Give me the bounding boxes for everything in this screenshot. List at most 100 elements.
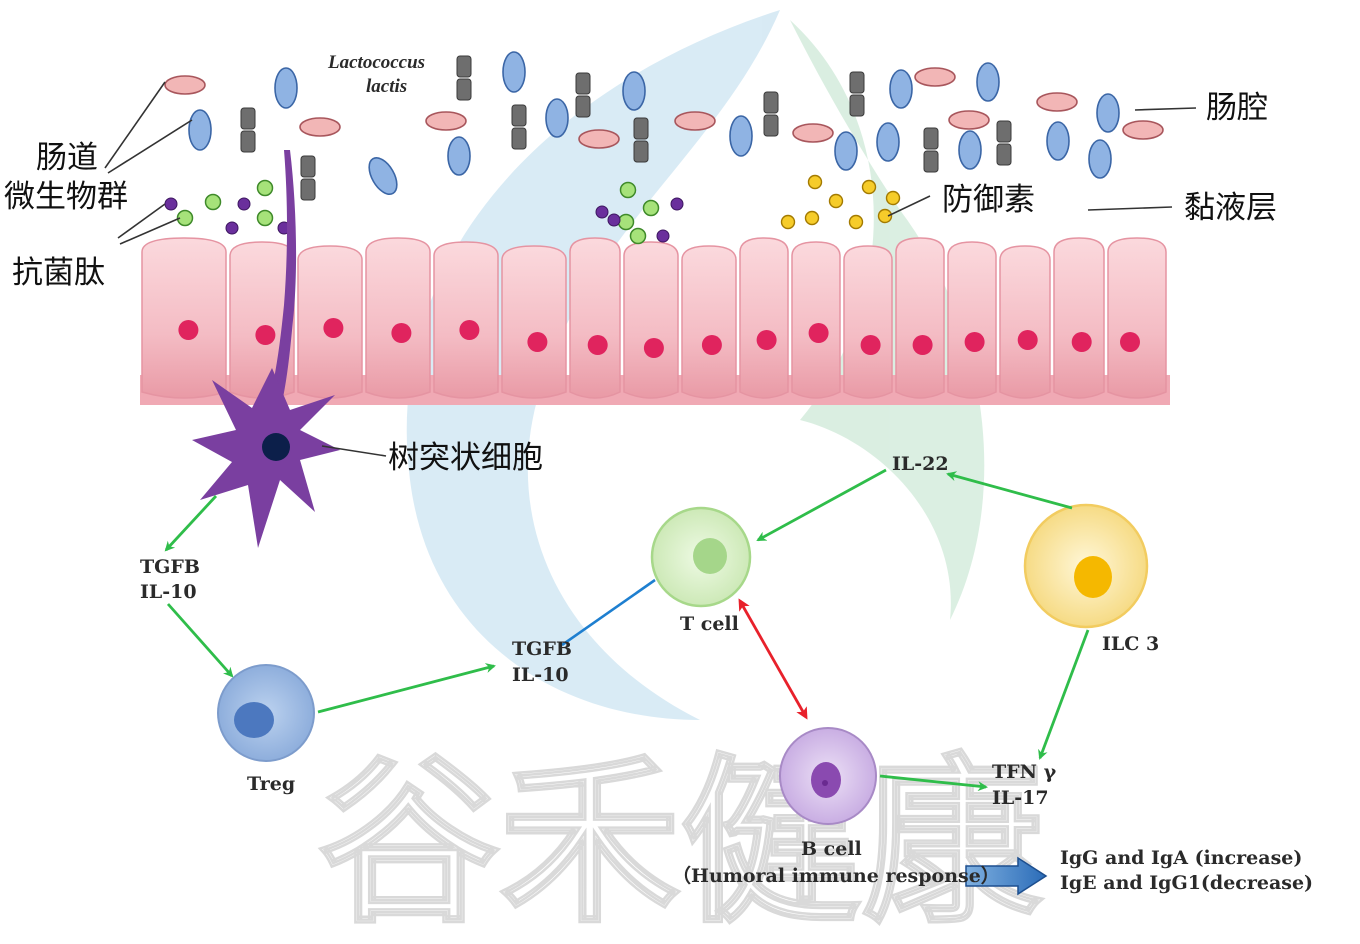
tfn-label-line2: IL-17 <box>992 787 1049 809</box>
epithelial-nucleus <box>391 323 412 343</box>
tfn-label-line1: TFN γ <box>992 761 1057 783</box>
lactococcus-cell <box>633 117 649 140</box>
lactococcus-cell <box>923 150 939 173</box>
lactococcus-cell <box>511 104 527 127</box>
bacterium-rod <box>368 157 398 195</box>
epithelial-cell <box>365 237 431 399</box>
watermark: 谷禾健康 <box>318 739 1043 944</box>
antimicrobial-peptide <box>237 197 251 211</box>
amp-label: 抗菌肽 <box>12 255 105 291</box>
epithelial-cell <box>739 237 789 399</box>
lactococcus-cell <box>575 72 591 95</box>
bacterium-rod <box>1046 121 1070 161</box>
bacterium-rod <box>545 98 569 138</box>
defensin-molecule <box>804 210 820 226</box>
lactococcus-cell <box>511 127 527 150</box>
defensin-molecule <box>877 208 893 224</box>
epithelial-nucleus <box>527 332 548 352</box>
lactococcus-cell <box>300 178 316 201</box>
defensin-molecule <box>848 214 864 230</box>
bacterium-oval <box>425 111 467 131</box>
bacterium-rod <box>274 67 298 109</box>
antimicrobial-peptide <box>176 209 194 227</box>
antimicrobial-peptide <box>595 205 609 219</box>
lactococcus-cell <box>849 71 865 94</box>
defensin-molecule <box>885 190 901 206</box>
lactococcus-cell <box>996 120 1012 143</box>
bacterium-oval <box>674 111 716 131</box>
antimicrobial-peptide <box>656 229 670 243</box>
epithelial-cell <box>895 237 945 399</box>
lactococcus-cell <box>763 114 779 137</box>
arrows <box>164 468 1090 792</box>
epithelial-nucleus <box>756 330 777 350</box>
epithelial-nucleus <box>912 335 933 355</box>
lactococcus-cell <box>763 91 779 114</box>
epithelial-nucleus <box>643 338 664 358</box>
bacterium-oval <box>914 67 956 87</box>
antimicrobial-peptide <box>225 221 239 235</box>
epithelial-nucleus <box>178 320 199 340</box>
mucus-label: 黏液层 <box>1184 190 1277 226</box>
lactococcus-cell <box>849 94 865 117</box>
bacterium-oval <box>792 123 834 143</box>
epithelial-cell <box>947 241 997 399</box>
epithelial-nucleus <box>1071 332 1092 352</box>
bacterium-rod <box>834 131 858 171</box>
epithelial-cell <box>843 245 893 399</box>
microbiota-label-line2: 微生物群 <box>4 179 128 215</box>
epithelium <box>140 237 1170 405</box>
bacterium-oval <box>299 117 341 137</box>
defensin-molecule <box>780 214 796 230</box>
defensin-molecule <box>807 174 823 190</box>
epithelial-cell <box>1107 237 1167 399</box>
antimicrobial-peptide <box>617 213 635 231</box>
epithelial-nucleus <box>323 318 344 338</box>
bacterium-rod <box>876 122 900 162</box>
epithelial-cell <box>141 237 227 399</box>
bcell-sub-label: （Humoral immune response） <box>672 864 1000 887</box>
epithelial-cell <box>1053 237 1105 399</box>
antimicrobial-peptide <box>629 227 647 245</box>
treg-cytokine-line1: TGFB <box>512 638 572 660</box>
bacterium-oval <box>948 110 990 130</box>
treg-cytokine-line2: IL-10 <box>512 664 569 686</box>
result-arrow <box>965 856 1048 896</box>
epithelial-nucleus <box>964 332 985 352</box>
epithelial-cell <box>501 245 567 399</box>
lactococcus-label-line1: Lactococcus <box>327 52 425 73</box>
lactococcus-cell <box>456 78 472 101</box>
epithelial-nucleus <box>701 335 722 355</box>
arrow-il22-to-tcell <box>756 468 887 542</box>
bacterium-rod <box>1096 93 1120 133</box>
bacterium-rod <box>976 62 1000 102</box>
lactococcus-cell <box>633 140 649 163</box>
microbiota-label-line1: 肠道 <box>36 140 98 176</box>
defensin-label: 防御素 <box>942 182 1035 218</box>
treg-label: Treg <box>247 773 295 795</box>
bacterium-rod <box>188 109 212 151</box>
bacterium-rod <box>958 130 982 170</box>
arrow-treg-to-tgfb <box>317 663 496 714</box>
bacterium-rod <box>622 71 646 111</box>
epithelial-nucleus <box>808 323 829 343</box>
epithelial-nucleus <box>1017 330 1038 350</box>
bacterium-rod <box>1088 139 1112 179</box>
epithelial-nucleus <box>860 335 881 355</box>
arrow-dc-to-tgfb <box>164 495 218 552</box>
dendritic-cell-label: 树突状细胞 <box>388 440 543 476</box>
bacterium-oval <box>1036 92 1078 112</box>
epithelial-nucleus <box>1120 332 1140 352</box>
antimicrobial-peptide <box>256 209 274 227</box>
epithelial-cell <box>681 245 737 399</box>
antimicrobial-peptide <box>670 197 684 211</box>
lactococcus-cell <box>996 143 1012 166</box>
antimicrobial-peptide <box>619 181 637 199</box>
arrow-ilc3-to-tfn <box>1038 629 1090 760</box>
lactococcus-label-line2: lactis <box>366 76 407 97</box>
ilc3-cell <box>1023 503 1149 629</box>
tcell-label: T cell <box>680 613 739 635</box>
lactococcus-cell <box>300 155 316 178</box>
bacterium-rod <box>729 115 753 157</box>
